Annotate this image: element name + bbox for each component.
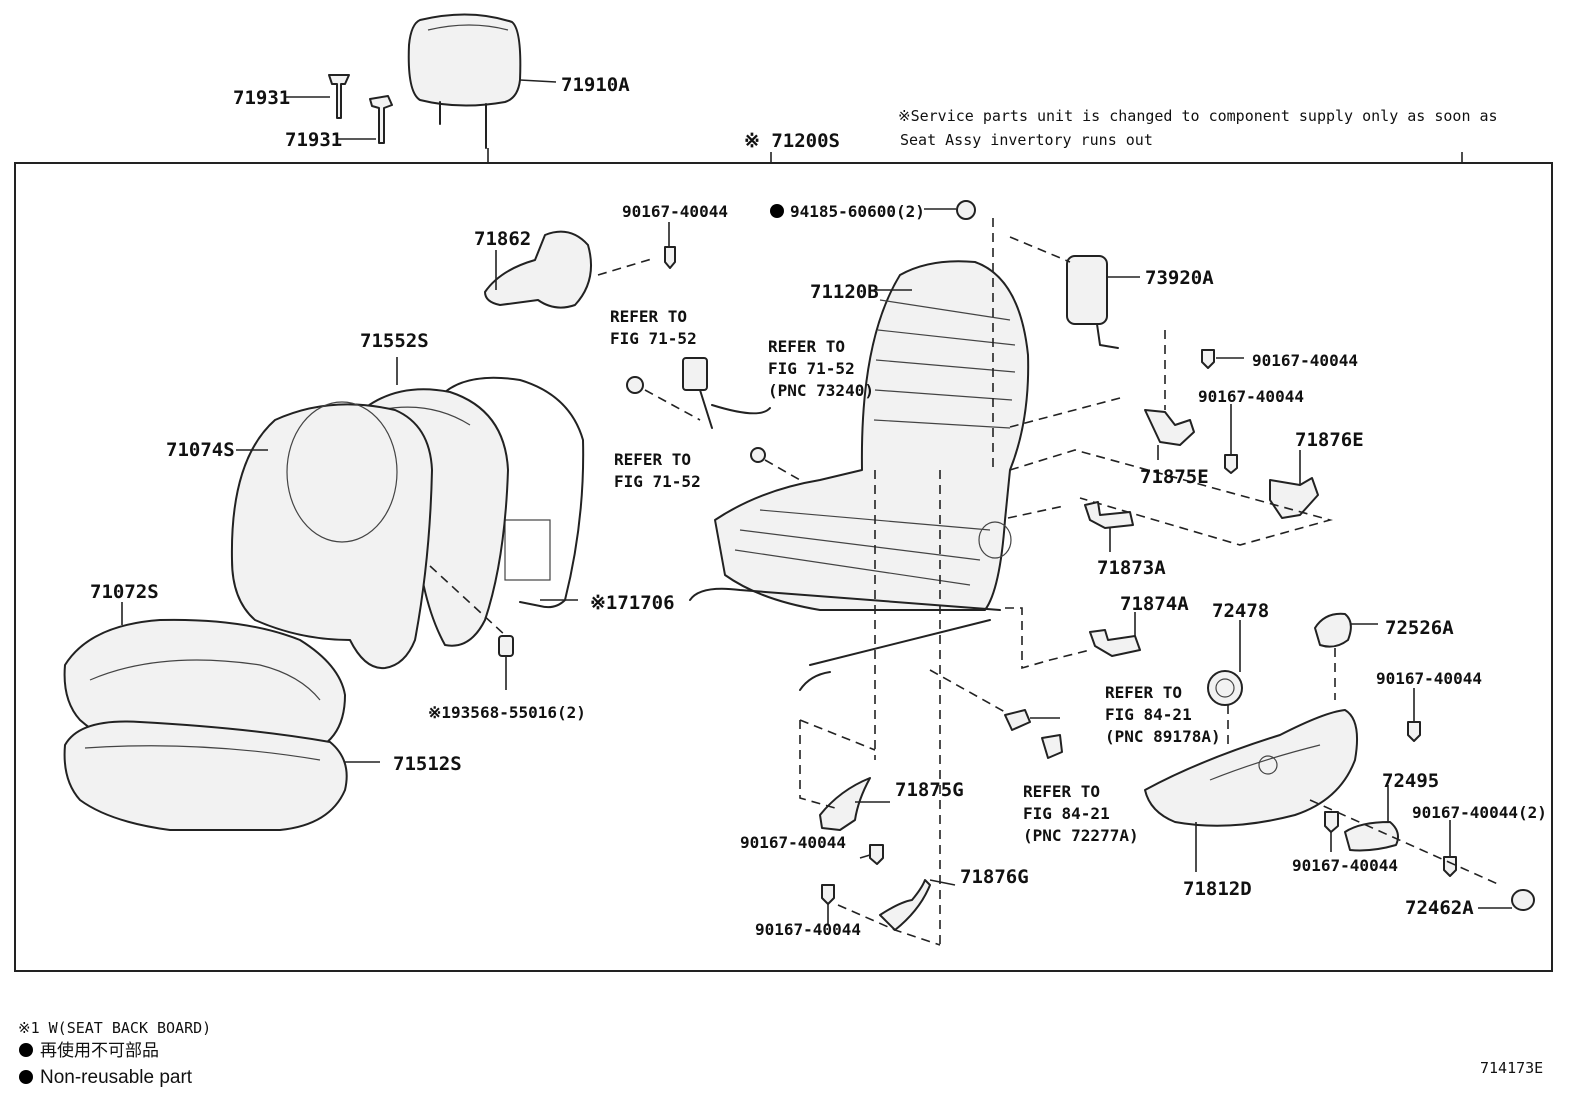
label-71875E: 71875E bbox=[1140, 466, 1209, 488]
label-72462A: 72462A bbox=[1405, 897, 1474, 919]
connector-72277A bbox=[1041, 734, 1063, 759]
cover-71876G bbox=[837, 879, 956, 946]
label-71931-b: 71931 bbox=[285, 129, 342, 151]
label-71862: 71862 bbox=[474, 228, 531, 250]
ref-3-line2: FIG 71-52 bbox=[614, 472, 701, 491]
footnote-non-reusable-en: Non-reusable part bbox=[40, 1067, 193, 1088]
connector-89178A bbox=[929, 669, 1060, 731]
footnote-seat-back-board: ※1 W(SEAT BACK BOARD) bbox=[18, 1019, 211, 1037]
label-71074S: 71074S bbox=[166, 439, 235, 461]
ref-2-line2: FIG 71-52 bbox=[768, 359, 855, 378]
service-note-line1: ※Service parts unit is changed to compon… bbox=[898, 107, 1498, 125]
cover-71876E bbox=[1009, 449, 1334, 546]
label-90167-r5: 90167-40044 bbox=[1292, 856, 1398, 875]
label-90167-b2: 90167-40044 bbox=[755, 920, 861, 939]
label-72526A: 72526A bbox=[1385, 617, 1454, 639]
clip-93568 bbox=[429, 565, 514, 690]
label-71931-a: 71931 bbox=[233, 87, 290, 109]
label-90167-r4: 90167-40044(2) bbox=[1412, 803, 1547, 822]
cover-71875G bbox=[799, 719, 890, 831]
label-72495: 72495 bbox=[1382, 770, 1439, 792]
cap-72462A bbox=[1478, 889, 1535, 911]
bolt-90167-top bbox=[664, 222, 676, 269]
label-93568: ※193568-55016(2) bbox=[428, 703, 586, 722]
label-71552S: 71552S bbox=[360, 330, 429, 352]
non-reusable-marker-94185 bbox=[770, 204, 784, 218]
bolt-90167-r1 bbox=[1201, 349, 1244, 369]
shield-71812D bbox=[1144, 709, 1358, 872]
label-71876G: 71876G bbox=[960, 866, 1029, 888]
bracket-71873A bbox=[1007, 501, 1134, 552]
label-71706: ※171706 bbox=[590, 592, 675, 614]
ref-4-line3: (PNC 89178A) bbox=[1105, 727, 1221, 746]
bolt-90167-r4 bbox=[1309, 799, 1501, 886]
label-71512S: 71512S bbox=[393, 753, 462, 775]
headrest-support-2 bbox=[338, 95, 393, 144]
seat-frame-71120B bbox=[689, 218, 1030, 945]
label-71910A: 71910A bbox=[561, 74, 630, 96]
ref-5-line2: FIG 84-21 bbox=[1023, 804, 1110, 823]
ref-1-line2: FIG 71-52 bbox=[610, 329, 697, 348]
ref-4-line2: FIG 84-21 bbox=[1105, 705, 1192, 724]
seatbelt-buckle bbox=[626, 357, 801, 481]
ref-5-line1: REFER TO bbox=[1023, 782, 1100, 801]
non-reusable-bullet-en bbox=[19, 1070, 33, 1084]
service-note-line2: Seat Assy invertory runs out bbox=[900, 131, 1153, 149]
label-71876E: 71876E bbox=[1295, 429, 1364, 451]
non-reusable-bullet-jp bbox=[19, 1043, 33, 1057]
headrest-drawing bbox=[407, 13, 557, 149]
label-71874A: 71874A bbox=[1120, 593, 1189, 615]
assembly-label-71200S: ※ 71200S bbox=[744, 130, 840, 152]
bolt-90167-r2 bbox=[1224, 404, 1238, 474]
ref-5-line3: (PNC 72277A) bbox=[1023, 826, 1139, 845]
label-71812D: 71812D bbox=[1183, 878, 1252, 900]
ref-3-line1: REFER TO bbox=[614, 450, 691, 469]
bracket-71874A bbox=[1005, 607, 1141, 670]
bolt-90167-r3 bbox=[1407, 688, 1421, 742]
label-90167-r2: 90167-40044 bbox=[1198, 387, 1304, 406]
label-90167-top: 90167-40044 bbox=[622, 202, 728, 221]
seatback-board-71706 bbox=[444, 376, 585, 609]
label-73920A: 73920A bbox=[1145, 267, 1214, 289]
footnote-non-reusable-jp: 再使用不可部品 bbox=[40, 1040, 159, 1061]
knob-72478 bbox=[1207, 620, 1243, 745]
cover-71875E bbox=[1009, 330, 1195, 460]
ref-1-line1: REFER TO bbox=[610, 307, 687, 326]
headrest-support-1 bbox=[286, 74, 350, 119]
label-71120B: 71120B bbox=[810, 281, 879, 303]
nut-94185 bbox=[924, 200, 976, 220]
lever-72495 bbox=[1344, 785, 1399, 852]
bracket-71862 bbox=[484, 230, 656, 309]
label-90167-r1: 90167-40044 bbox=[1252, 351, 1358, 370]
label-71072S: 71072S bbox=[90, 581, 159, 603]
label-71873A: 71873A bbox=[1097, 557, 1166, 579]
label-90167-b1: 90167-40044 bbox=[740, 833, 846, 852]
seat-cushion-pad-71512S bbox=[63, 720, 380, 831]
figure-id: 714173E bbox=[1480, 1059, 1543, 1077]
bolt-90167-b2 bbox=[821, 884, 835, 925]
ref-2-line3: (PNC 73240) bbox=[768, 381, 874, 400]
bolt-90167-b1 bbox=[859, 844, 884, 865]
ref-2-line1: REFER TO bbox=[768, 337, 845, 356]
label-72478: 72478 bbox=[1212, 600, 1269, 622]
label-71875G: 71875G bbox=[895, 779, 964, 801]
label-90167-r3: 90167-40044 bbox=[1376, 669, 1482, 688]
seatback-cover-71074S bbox=[230, 401, 433, 670]
ref-4-line1: REFER TO bbox=[1105, 683, 1182, 702]
bolt-90167-r5 bbox=[1324, 811, 1339, 852]
assembly-frame bbox=[14, 162, 1553, 972]
airbag-73920A bbox=[1009, 236, 1140, 349]
handle-72526A bbox=[1314, 612, 1378, 700]
label-94185: 94185-60600(2) bbox=[790, 202, 925, 221]
